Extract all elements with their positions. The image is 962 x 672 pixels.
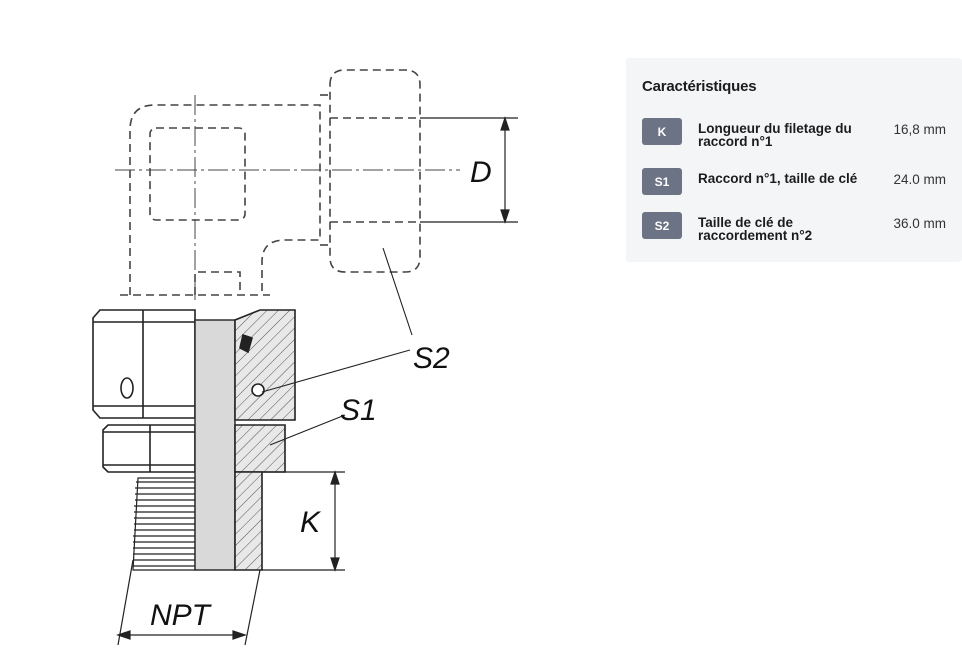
centerlines (115, 95, 460, 300)
characteristic-value: 16,8 mm (893, 122, 946, 137)
characteristic-label: Raccord n°1, taille de clé (698, 171, 858, 186)
characteristics-panel: Caractéristiques K Longueur du filetage … (626, 58, 962, 262)
label-s1: S1 (340, 394, 377, 427)
code-badge: S2 (642, 212, 682, 239)
dimension-k (262, 470, 345, 572)
characteristic-value: 24.0 mm (893, 172, 946, 187)
label-d: D (470, 156, 492, 189)
thread (132, 477, 196, 571)
characteristic-value: 36.0 mm (893, 216, 946, 231)
characteristic-label: Longueur du filetage du raccord n°1 (698, 121, 852, 149)
code-badge: K (642, 118, 682, 145)
lower-hex-nut (92, 309, 196, 473)
characteristics-title: Caractéristiques (642, 78, 757, 95)
leader-lines (261, 247, 413, 446)
code-badge: S1 (642, 168, 682, 195)
label-npt: NPT (150, 599, 213, 632)
fitting-technical-drawing: D S2 S1 K NPT (92, 69, 518, 646)
characteristic-label: Taille de clé de raccordement n°2 (698, 215, 813, 243)
dashed-elbow-outline (120, 69, 421, 296)
label-k: K (300, 506, 322, 539)
label-s2: S2 (413, 342, 450, 375)
dimension-npt (116, 559, 261, 646)
bore (194, 319, 236, 571)
section-view (234, 309, 296, 571)
dimension-d (420, 116, 518, 224)
